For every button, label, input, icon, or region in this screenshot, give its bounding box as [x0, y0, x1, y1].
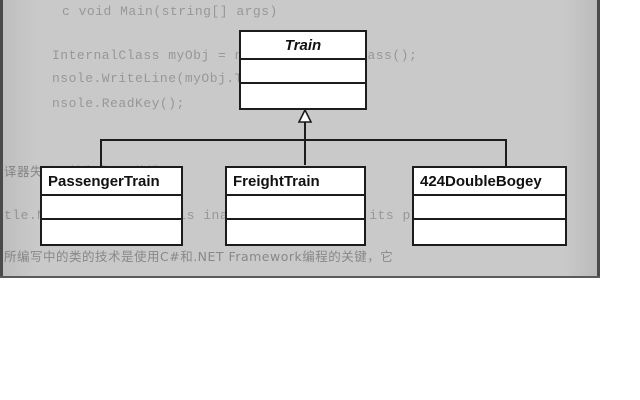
methods-compartment: [414, 220, 565, 244]
methods-compartment: [42, 220, 181, 244]
background-code-line: nsole.ReadKey();: [52, 96, 185, 111]
attributes-compartment: [414, 196, 565, 220]
methods-compartment: [227, 220, 364, 244]
scan-edge-bottom: [0, 276, 600, 278]
class-name-passenger-train: PassengerTrain: [42, 168, 181, 196]
scanned-page: c void Main(string[] args) InternalClass…: [0, 0, 600, 278]
class-box-freight-train: FreightTrain: [225, 166, 366, 246]
class-name-freight-train: FreightTrain: [227, 168, 364, 196]
inheritance-connectors: [100, 108, 507, 166]
scan-edge-left: [0, 0, 3, 278]
class-box-train: Train: [239, 30, 367, 110]
class-box-424-double-bogey: 424DoubleBogey: [412, 166, 567, 246]
attributes-compartment: [241, 60, 365, 84]
scan-edge-right: [597, 0, 600, 278]
class-box-passenger-train: PassengerTrain: [40, 166, 183, 246]
class-name-424-double-bogey: 424DoubleBogey: [414, 168, 565, 196]
methods-compartment: [241, 84, 365, 108]
background-code-line: c void Main(string[] args): [62, 4, 278, 19]
background-text-line: 所编写中的类的技术是使用C#和.NET Framework编程的关键，它: [4, 249, 394, 264]
attributes-compartment: [227, 196, 364, 220]
class-name-train: Train: [241, 32, 365, 60]
inheritance-arrowhead: [297, 108, 313, 123]
attributes-compartment: [42, 196, 181, 220]
